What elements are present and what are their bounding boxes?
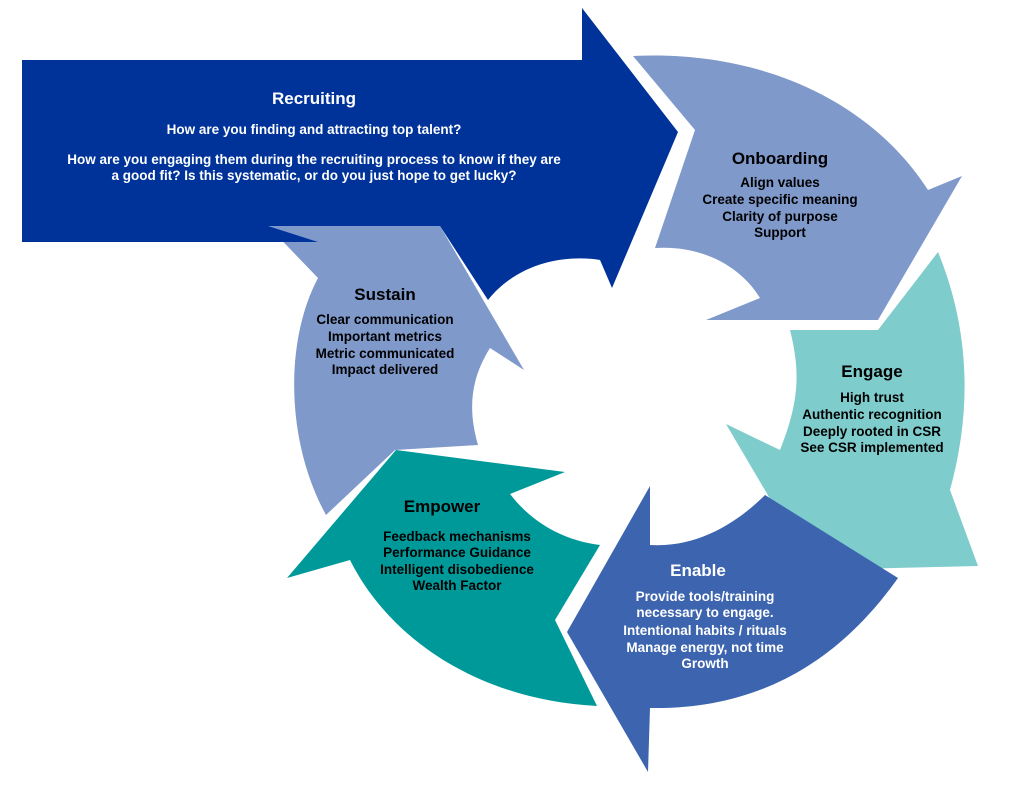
empower-line: Performance Guidance: [383, 545, 531, 560]
onboarding-line: Create specific meaning: [702, 192, 857, 207]
sustain-line: Impact delivered: [332, 362, 439, 377]
engage-line: See CSR implemented: [800, 440, 943, 455]
recruiting-title: Recruiting: [272, 89, 356, 108]
onboarding-line: Support: [754, 225, 806, 240]
engage-arrow: [726, 252, 978, 570]
recruiting-line: How are you finding and attracting top t…: [167, 122, 462, 137]
engage-line: Authentic recognition: [802, 407, 942, 422]
onboarding-line: Align values: [740, 175, 820, 190]
empower-line: Feedback mechanisms: [383, 529, 531, 544]
enable-line: Manage energy, not time: [626, 640, 784, 655]
onboarding-line: Clarity of purpose: [722, 209, 838, 224]
sustain-title: Sustain: [354, 285, 415, 304]
engage-line: High trust: [840, 390, 904, 405]
sustain-line: Important metrics: [328, 329, 442, 344]
sustain-line: Clear communication: [316, 312, 453, 327]
engage-line: Deeply rooted in CSR: [803, 424, 941, 439]
enable-line: Growth: [681, 656, 728, 671]
recruiting-line: a good fit? Is this systematic, or do yo…: [111, 168, 516, 183]
enable-line: necessary to engage.: [636, 605, 773, 620]
empower-title: Empower: [404, 497, 481, 516]
enable-line: Intentional habits / rituals: [623, 623, 787, 638]
empower-arrow: [287, 450, 600, 706]
recruiting-line: How are you engaging them during the rec…: [67, 152, 561, 167]
onboarding-arrow: [633, 55, 962, 320]
enable-line: Provide tools/training: [636, 589, 775, 604]
sustain-arrow: [268, 226, 524, 515]
empower-line: Intelligent disobedience: [380, 562, 534, 577]
enable-arrow: [567, 486, 898, 772]
empower-line: Wealth Factor: [412, 578, 502, 593]
enable-title: Enable: [670, 561, 726, 580]
onboarding-title: Onboarding: [732, 149, 828, 168]
engage-title: Engage: [841, 362, 902, 381]
sustain-line: Metric communicated: [316, 346, 455, 361]
recruiting-arrow: [22, 8, 678, 300]
